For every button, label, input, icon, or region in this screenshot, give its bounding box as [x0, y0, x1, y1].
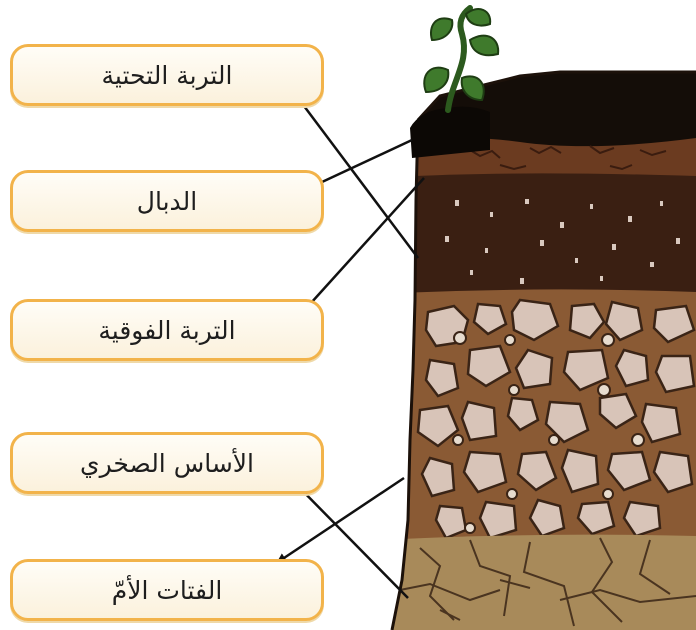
humus-lump [410, 106, 490, 158]
label-humus-text: الدبال [136, 186, 198, 216]
arrow-to-parent-material [276, 476, 405, 564]
humus-texture [469, 145, 667, 171]
label-topsoil: التربة الفوقية [10, 299, 324, 361]
label-topsoil-text: التربة الفوقية [98, 315, 236, 345]
label-humus: الدبال [10, 170, 324, 232]
label-parent-material: الفتات الأمّ [10, 559, 324, 621]
subsoil-pebbles [452, 331, 645, 534]
subsoil-stones [416, 298, 696, 540]
arrow-to-subsoil [290, 88, 419, 259]
plant-sprout-icon [423, 5, 500, 113]
label-bedrock-text: الأساس الصخري [80, 448, 254, 478]
soil-layers [392, 72, 696, 630]
bedrock-cracks [399, 537, 696, 627]
arrow-to-topsoil [290, 177, 425, 326]
bedrock-layer [392, 534, 696, 630]
connector-arrows [276, 88, 425, 599]
topsoil-specks [445, 199, 680, 284]
label-subsoil: التربة التحتية [10, 44, 324, 106]
soil-block-outline [390, 70, 696, 630]
label-bedrock: الأساس الصخري [10, 432, 324, 494]
arrow-to-bedrock [288, 476, 409, 599]
label-subsoil-text: التربة التحتية [101, 60, 233, 90]
label-parent-material-text: الفتات الأمّ [111, 575, 223, 605]
topsoil-layer [392, 173, 696, 300]
